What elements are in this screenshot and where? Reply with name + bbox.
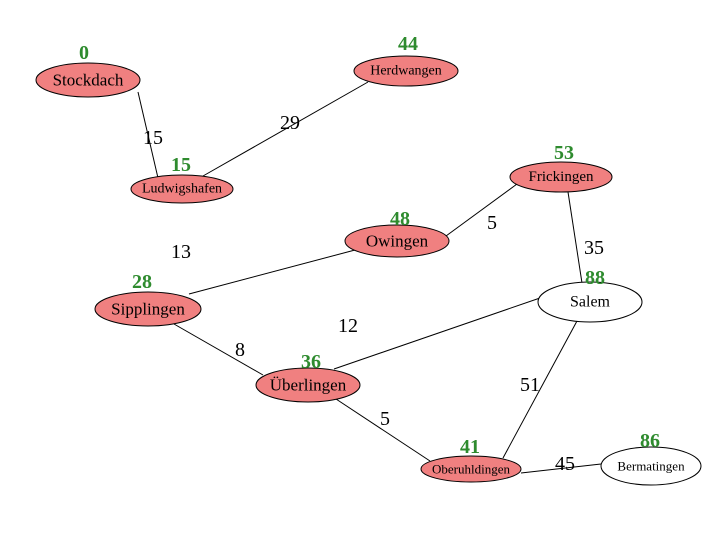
node-herdwangen[interactable]: Herdwangen bbox=[353, 55, 459, 87]
edge-weight-salem-oberuhldingen: 51 bbox=[520, 374, 540, 396]
edge-weight-sipplingen-owingen: 13 bbox=[171, 241, 191, 263]
node-ellipse-ludwigshafen[interactable] bbox=[130, 174, 234, 204]
node-bermatingen[interactable]: Bermatingen bbox=[600, 446, 702, 486]
distance-label-ueberlingen: 36 bbox=[301, 351, 321, 373]
edge-ueberlingen-oberuhldingen bbox=[335, 398, 431, 462]
edge-weight-owingen-frickingen: 5 bbox=[487, 212, 497, 234]
node-frickingen[interactable]: Frickingen bbox=[509, 161, 613, 193]
edge-sipplingen-owingen bbox=[188, 249, 356, 295]
node-ellipse-stockdach[interactable] bbox=[35, 62, 141, 98]
node-label-sipplingen: Sipplingen bbox=[111, 300, 185, 319]
distance-label-herdwangen: 44 bbox=[398, 33, 418, 55]
edges-layer bbox=[137, 81, 602, 474]
node-label-herdwangen: Herdwangen bbox=[370, 64, 442, 79]
edge-ludwigshafen-herdwangen bbox=[202, 81, 369, 177]
node-label-frickingen: Frickingen bbox=[529, 169, 594, 185]
node-label-stockdach: Stockdach bbox=[53, 71, 124, 90]
edge-weight-ueberlingen-oberuhldingen: 5 bbox=[380, 408, 390, 430]
node-owingen[interactable]: Owingen bbox=[344, 224, 450, 258]
node-ellipse-sipplingen[interactable] bbox=[94, 291, 202, 327]
node-label-salem: Salem bbox=[570, 294, 611, 311]
node-ellipse-frickingen[interactable] bbox=[509, 161, 613, 193]
node-sipplingen[interactable]: Sipplingen bbox=[94, 291, 202, 327]
edge-oberuhldingen-bermatingen bbox=[520, 463, 602, 474]
distance-label-ludwigshafen: 15 bbox=[171, 154, 191, 176]
node-label-bermatingen: Bermatingen bbox=[617, 459, 685, 474]
edge-weight-stockdach-ludwigshafen: 15 bbox=[143, 127, 163, 149]
node-salem[interactable]: Salem bbox=[537, 281, 643, 323]
node-ueberlingen[interactable]: Überlingen bbox=[255, 367, 361, 403]
distance-label-owingen: 48 bbox=[390, 208, 410, 230]
node-stockdach[interactable]: Stockdach bbox=[35, 62, 141, 98]
node-label-oberuhldingen: Oberuhldingen bbox=[432, 462, 510, 477]
labels-layer: 15 29 13 5 35 8 12 51 5 45 0 44 15 53 48 28 88 36 41 86 bbox=[79, 33, 660, 475]
node-ellipse-bermatingen[interactable] bbox=[600, 446, 702, 486]
distance-label-frickingen: 53 bbox=[554, 142, 574, 164]
distance-label-oberuhldingen: 41 bbox=[460, 436, 480, 458]
edge-weight-ueberlingen-salem: 12 bbox=[338, 315, 358, 337]
node-label-owingen: Owingen bbox=[366, 232, 429, 251]
node-ludwigshafen[interactable]: Ludwigshafen bbox=[130, 174, 234, 204]
distance-label-sipplingen: 28 bbox=[132, 271, 152, 293]
distance-label-salem: 88 bbox=[585, 267, 605, 289]
node-oberuhldingen[interactable]: Oberuhldingen bbox=[420, 455, 522, 483]
node-ellipse-owingen[interactable] bbox=[344, 224, 450, 258]
distance-label-bermatingen: 86 bbox=[640, 430, 660, 452]
edge-frickingen-salem bbox=[567, 191, 583, 284]
node-ellipse-herdwangen[interactable] bbox=[353, 55, 459, 87]
edge-stockdach-ludwigshafen bbox=[137, 91, 159, 179]
distance-label-stockdach: 0 bbox=[79, 42, 89, 64]
node-ellipse-ueberlingen[interactable] bbox=[255, 367, 361, 403]
edge-sipplingen-ueberlingen bbox=[173, 323, 264, 376]
edge-weight-sipplingen-ueberlingen: 8 bbox=[235, 339, 245, 361]
node-ellipse-salem[interactable] bbox=[537, 281, 643, 323]
edge-weight-frickingen-salem: 35 bbox=[584, 237, 604, 259]
edge-salem-oberuhldingen bbox=[502, 320, 578, 459]
node-label-ludwigshafen: Ludwigshafen bbox=[142, 182, 222, 197]
edge-owingen-frickingen bbox=[445, 183, 518, 237]
node-label-ueberlingen: Überlingen bbox=[270, 376, 347, 395]
node-ellipse-oberuhldingen[interactable] bbox=[420, 455, 522, 483]
edge-weight-oberuhldingen-bermatingen: 45 bbox=[555, 453, 575, 475]
edge-weight-ludwigshafen-herdwangen: 29 bbox=[280, 112, 300, 134]
edge-ueberlingen-salem bbox=[333, 297, 541, 370]
